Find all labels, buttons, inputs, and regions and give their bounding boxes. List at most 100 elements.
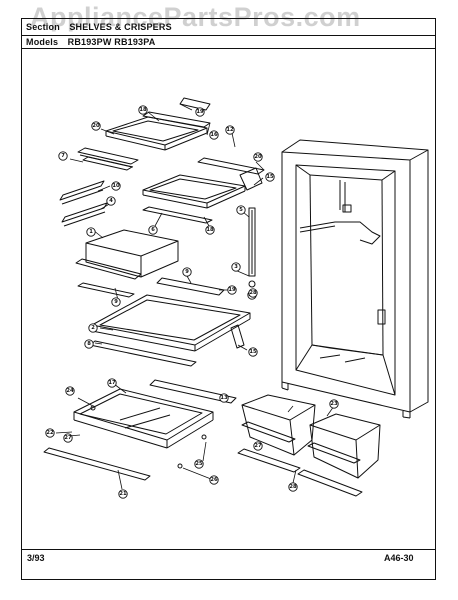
callout-4: 4 bbox=[106, 196, 116, 206]
crisper-cover bbox=[43, 379, 237, 481]
callout-16: 16 bbox=[209, 130, 219, 140]
callout-circle bbox=[231, 262, 241, 272]
callout-5: 5 bbox=[236, 205, 246, 215]
models-value: RB193PW RB193PA bbox=[67, 37, 156, 47]
callout-circle bbox=[248, 288, 258, 298]
shelf-trim bbox=[77, 147, 139, 171]
callout-circle bbox=[84, 339, 94, 349]
callout-number: 19 bbox=[196, 109, 204, 115]
callout-27: 27 bbox=[253, 441, 263, 451]
callout-circle bbox=[106, 196, 116, 206]
callout-number: 20 bbox=[92, 123, 100, 129]
callout-12: 12 bbox=[225, 125, 235, 135]
models-row: Models RB193PW RB193PA bbox=[26, 37, 156, 47]
vertical-rail bbox=[248, 207, 256, 288]
callout-15: 15 bbox=[265, 172, 275, 182]
callout-circle bbox=[182, 267, 192, 277]
callout-number: 2 bbox=[91, 325, 95, 331]
callout-circle bbox=[45, 428, 55, 438]
callout-circle bbox=[138, 105, 148, 115]
callout-24: 24 bbox=[65, 386, 75, 396]
callout-circle bbox=[148, 225, 158, 235]
callout-19: 19 bbox=[195, 107, 205, 117]
callout-circle bbox=[227, 285, 237, 295]
callout-number: 22 bbox=[46, 430, 54, 436]
watermark-text: AppliancePartsPros.com bbox=[30, 2, 361, 32]
callout-number: 24 bbox=[66, 388, 74, 394]
callout-circle bbox=[236, 205, 246, 215]
callout-circle bbox=[63, 433, 73, 443]
callout-26: 26 bbox=[209, 475, 219, 485]
crisper-drawers bbox=[237, 394, 381, 497]
callout-number: 5 bbox=[239, 207, 243, 213]
callout-19: 19 bbox=[227, 285, 237, 295]
callout-number: 28 bbox=[289, 484, 297, 490]
footer-date: 3/93 bbox=[27, 553, 45, 563]
callout-circle bbox=[118, 489, 128, 499]
callout-number: 26 bbox=[210, 477, 218, 483]
callout-number: 21 bbox=[119, 491, 127, 497]
header-divider bbox=[21, 35, 436, 36]
callout-23: 23 bbox=[329, 399, 339, 409]
callout-17: 17 bbox=[107, 378, 117, 388]
callout-number: 3 bbox=[234, 264, 238, 270]
callout-circle bbox=[209, 130, 219, 140]
lower-shelf bbox=[89, 277, 251, 367]
callout-1: 1 bbox=[86, 227, 96, 237]
callout-7: 7 bbox=[58, 151, 68, 161]
callout-circle bbox=[329, 399, 339, 409]
section-value: SHELVES & CRISPERS bbox=[69, 22, 172, 32]
callout-circle bbox=[194, 459, 204, 469]
section-label: Section bbox=[26, 22, 60, 32]
callout-number: 25 bbox=[195, 461, 203, 467]
callout-8: 8 bbox=[84, 339, 94, 349]
footer-page-code: A46-30 bbox=[384, 553, 414, 563]
callout-circle bbox=[88, 323, 98, 333]
callout-number: 16 bbox=[210, 132, 218, 138]
callout-22: 22 bbox=[45, 428, 55, 438]
callout-circle bbox=[111, 181, 121, 191]
callout-6: 6 bbox=[148, 225, 158, 235]
top-shelf bbox=[105, 97, 211, 151]
callout-number: 17 bbox=[108, 380, 116, 386]
callout-number: 19 bbox=[228, 287, 236, 293]
callout-number: 27 bbox=[254, 443, 262, 449]
callout-number: 28 bbox=[249, 290, 257, 296]
callout-number: 18 bbox=[206, 227, 214, 233]
callout-20: 20 bbox=[253, 152, 263, 162]
header-divider-2 bbox=[21, 48, 436, 49]
callout-number: 15 bbox=[249, 349, 257, 355]
callout-circle bbox=[111, 297, 121, 307]
callout-number: 27 bbox=[64, 435, 72, 441]
callout-number: 20 bbox=[254, 154, 262, 160]
callout-13: 13 bbox=[219, 393, 229, 403]
callout-number: 4 bbox=[109, 198, 113, 204]
callout-3: 3 bbox=[231, 262, 241, 272]
callout-circle bbox=[205, 225, 215, 235]
callout-25: 25 bbox=[194, 459, 204, 469]
callout-number: 23 bbox=[330, 401, 338, 407]
callout-15: 15 bbox=[248, 347, 258, 357]
callout-18: 18 bbox=[138, 105, 148, 115]
callout-number: 9 bbox=[185, 269, 189, 275]
callout-circle bbox=[209, 475, 219, 485]
middle-shelf bbox=[142, 157, 265, 224]
small-crisper bbox=[75, 229, 179, 298]
shelf-brackets bbox=[59, 180, 108, 227]
callout-circle bbox=[225, 125, 235, 135]
callout-18: 18 bbox=[205, 225, 215, 235]
callout-2: 2 bbox=[88, 323, 98, 333]
callout-number: 7 bbox=[61, 153, 65, 159]
callout-number: 15 bbox=[266, 174, 274, 180]
callout-number: 1 bbox=[89, 229, 93, 235]
callout-circle bbox=[253, 441, 263, 451]
diagram-frame bbox=[21, 18, 436, 580]
callout-number: 10 bbox=[112, 183, 120, 189]
callout-27: 27 bbox=[63, 433, 73, 443]
leader-lines bbox=[55, 103, 335, 490]
refrigerator-cabinet bbox=[281, 139, 429, 419]
callout-number: 9 bbox=[114, 299, 118, 305]
models-label: Models bbox=[26, 37, 59, 47]
callout-20: 20 bbox=[91, 121, 101, 131]
